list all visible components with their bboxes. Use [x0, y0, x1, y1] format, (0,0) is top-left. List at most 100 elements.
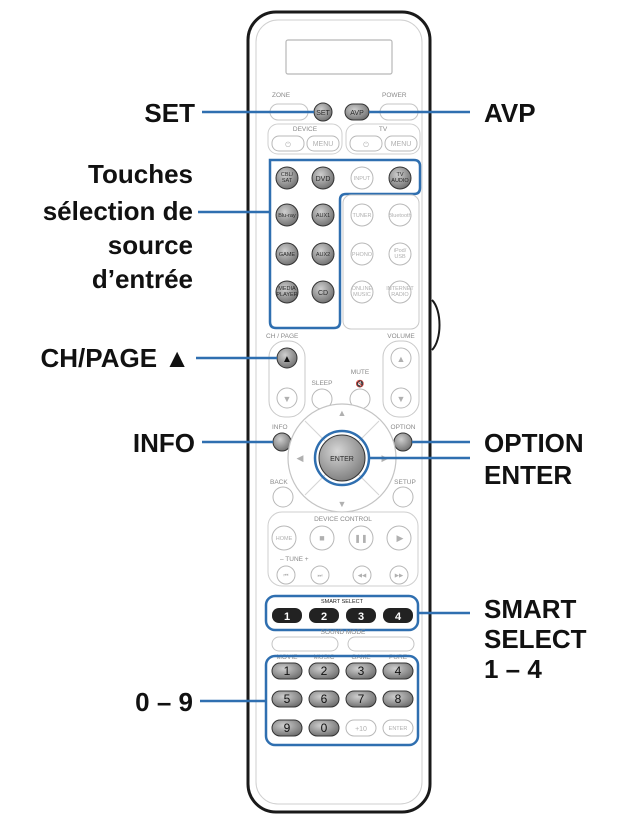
stop-button[interactable]: ■: [309, 525, 335, 551]
pure-label: PURE: [389, 654, 408, 661]
tv-menu-button[interactable]: MENU: [384, 135, 418, 152]
input-button[interactable]: INPUT: [350, 166, 374, 190]
game-button[interactable]: GAME: [275, 242, 299, 266]
online-music-button[interactable]: ONLINE MUSIC: [350, 280, 374, 304]
cbl-sat-button[interactable]: CBL/ SAT: [275, 166, 299, 190]
svg-text:8: 8: [395, 692, 402, 706]
secondary-source-group: [342, 194, 420, 330]
callout-smart-line2: SELECT: [484, 624, 587, 654]
svg-text:MENU: MENU: [313, 141, 334, 148]
option-button[interactable]: [393, 432, 413, 452]
svg-text:GAME: GAME: [279, 252, 296, 258]
callout-set: SET: [144, 98, 195, 128]
number-5-button[interactable]: 5: [271, 690, 303, 708]
svg-text:USB: USB: [394, 254, 406, 260]
back-button[interactable]: [272, 486, 294, 508]
svg-text:CBL/: CBL/: [281, 172, 294, 178]
home-button[interactable]: HOME: [271, 525, 297, 551]
svg-text:SET: SET: [316, 110, 330, 117]
callout-zero-nine: 0 – 9: [135, 687, 193, 717]
volume-down-button[interactable]: [390, 387, 412, 409]
avp-button[interactable]: AVP: [344, 103, 370, 121]
number-7-button[interactable]: 7: [345, 690, 377, 708]
svg-text:1: 1: [284, 664, 291, 678]
enter-button[interactable]: ENTER: [313, 429, 371, 487]
zone-label: ZONE: [272, 92, 291, 99]
svg-text:9: 9: [284, 721, 291, 735]
svg-text:+10: +10: [355, 726, 367, 733]
enter-small-button[interactable]: ENTER: [382, 719, 414, 737]
cursor-left-button[interactable]: ◀: [297, 453, 304, 463]
skip-forward-button[interactable]: ⏭: [310, 565, 330, 585]
tuner-button[interactable]: TUNER: [350, 203, 374, 227]
volume-down-icon: ▼: [397, 394, 406, 404]
smart-select-4-button[interactable]: 4: [383, 608, 413, 623]
aux1-button[interactable]: AUX1: [311, 203, 335, 227]
ch-page-up-button[interactable]: ▲: [276, 347, 298, 369]
smart-select-label: SMART SELECT: [321, 599, 364, 605]
media-player-button[interactable]: MEDIA PLAYER: [275, 280, 299, 304]
svg-text:PLAYER: PLAYER: [276, 292, 297, 298]
svg-text:AUDIO: AUDIO: [391, 178, 409, 184]
fast-forward-button[interactable]: ▶▶: [389, 565, 409, 585]
svg-text:3: 3: [358, 611, 364, 623]
bluray-button[interactable]: Blu-ray: [275, 203, 299, 227]
set-button[interactable]: SET: [313, 102, 333, 122]
svg-text:2: 2: [321, 611, 327, 623]
skip-back-button[interactable]: ⏮: [276, 565, 296, 585]
plus10-button[interactable]: +10: [345, 719, 377, 737]
dvd-button[interactable]: DVD: [311, 166, 335, 190]
device-menu-button[interactable]: MENU: [306, 135, 340, 152]
movie-label: MOVIE: [277, 654, 299, 661]
cursor-down-button[interactable]: ▼: [338, 499, 347, 509]
mute-label: MUTE: [351, 369, 370, 376]
number-6-button[interactable]: 6: [308, 690, 340, 708]
smart-select-1-button[interactable]: 1: [272, 608, 302, 623]
svg-text:PHONO: PHONO: [352, 252, 373, 258]
svg-text:⏮: ⏮: [284, 573, 289, 579]
smart-select-3-button[interactable]: 3: [346, 608, 376, 623]
svg-text:◀◀: ◀◀: [358, 573, 367, 579]
aux2-button[interactable]: AUX2: [311, 242, 335, 266]
number-0-button[interactable]: 0: [308, 719, 340, 737]
device-group: [267, 123, 343, 155]
svg-text:4: 4: [395, 664, 402, 678]
rewind-button[interactable]: ◀◀: [352, 565, 372, 585]
power-label: POWER: [382, 92, 407, 99]
number-2-button[interactable]: 2: [308, 662, 340, 680]
phono-button[interactable]: PHONO: [350, 242, 374, 266]
smart-select-2-button[interactable]: 2: [309, 608, 339, 623]
sound-mode-left-button[interactable]: [271, 636, 339, 652]
tv-label: TV: [379, 126, 388, 133]
bluetooth-button[interactable]: Bluetooth: [388, 203, 412, 227]
cursor-up-button[interactable]: ▲: [338, 408, 347, 418]
option-label: OPTION: [391, 424, 416, 431]
number-3-button[interactable]: 3: [345, 662, 377, 680]
side-notch: [431, 299, 441, 351]
sound-mode-right-button[interactable]: [347, 636, 415, 652]
tv-audio-button[interactable]: TV AUDIO: [388, 166, 412, 190]
pause-button[interactable]: ❚❚: [348, 525, 374, 551]
svg-text:6: 6: [321, 692, 328, 706]
music-label: MUSIC: [314, 654, 335, 661]
callout-touches-line1: Touches: [88, 159, 193, 189]
number-4-button[interactable]: 4: [382, 662, 414, 680]
sleep-label: SLEEP: [312, 380, 333, 387]
number-1-button[interactable]: 1: [271, 662, 303, 680]
ch-down-arrow-icon: ▼: [283, 394, 292, 404]
number-8-button[interactable]: 8: [382, 690, 414, 708]
svg-text:INPUT: INPUT: [354, 176, 371, 182]
volume-up-button[interactable]: [390, 347, 412, 369]
cd-button[interactable]: CD: [311, 280, 335, 304]
ipod-usb-button[interactable]: iPod/ USB: [388, 242, 412, 266]
number-9-button[interactable]: 9: [271, 719, 303, 737]
svg-text:iPod/: iPod/: [394, 248, 407, 254]
svg-text:5: 5: [284, 692, 291, 706]
setup-button[interactable]: [392, 486, 414, 508]
play-button[interactable]: ▶: [386, 525, 412, 551]
ch-page-down-button[interactable]: [276, 387, 298, 409]
tv-power-button[interactable]: ⏻: [349, 135, 383, 152]
device-power-button[interactable]: ⏻: [271, 135, 305, 152]
internet-radio-button[interactable]: INTERNET RADIO: [386, 280, 414, 304]
